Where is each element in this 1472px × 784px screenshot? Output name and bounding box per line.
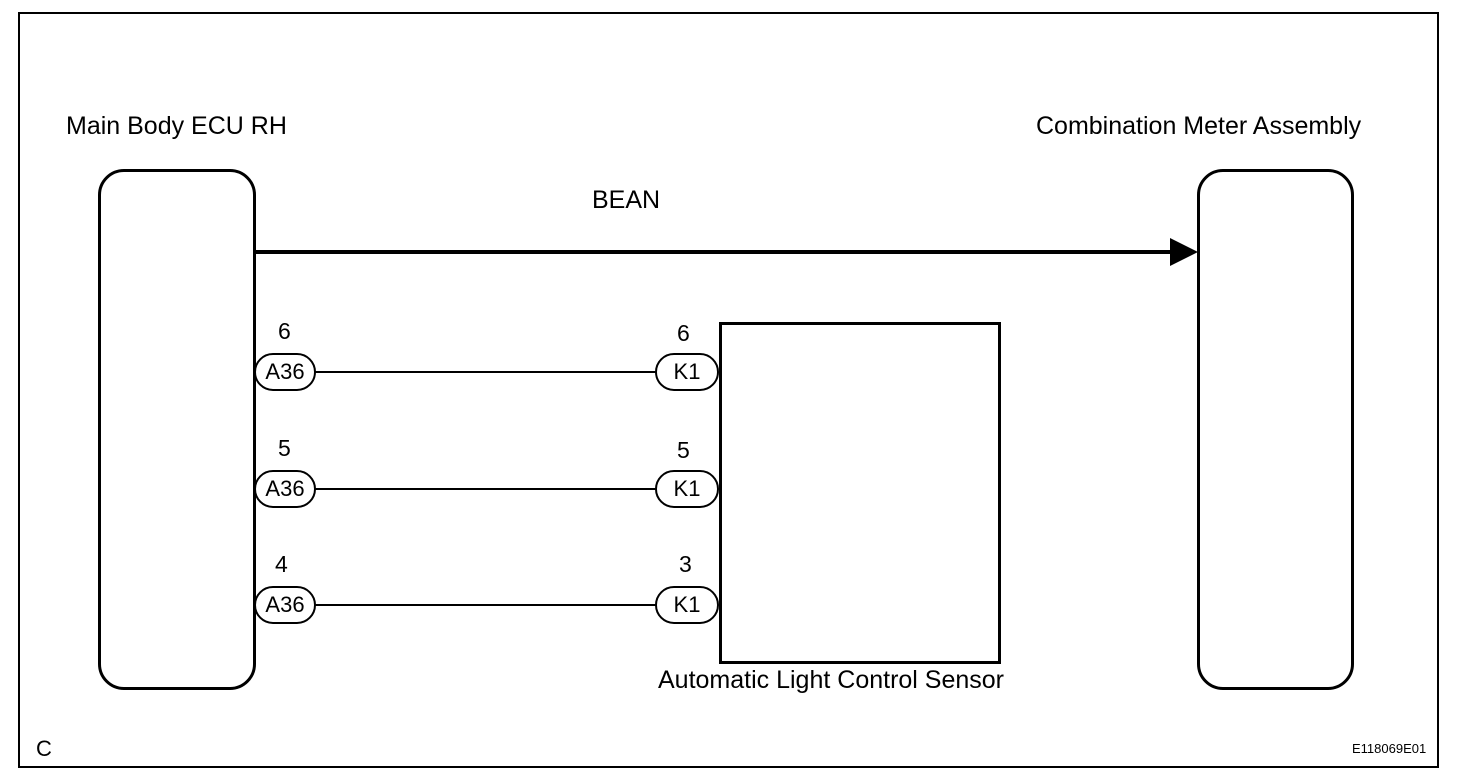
sensor-connector: K1 [655, 353, 719, 391]
wire-2 [314, 488, 658, 490]
wire-1 [314, 371, 658, 373]
ecu-connector: A36 [254, 586, 316, 624]
main-body-ecu-label: Main Body ECU RH [66, 112, 287, 140]
sensor-pin-number: 6 [677, 320, 690, 346]
combination-meter-label: Combination Meter Assembly [1036, 112, 1362, 140]
ecu-pin-number: 4 [275, 551, 288, 577]
sensor-pin-number: 3 [679, 551, 692, 577]
ecu-pin-number: 5 [278, 435, 291, 461]
ecu-connector: A36 [254, 470, 316, 508]
wire-3 [314, 604, 658, 606]
automatic-light-control-sensor-box [719, 322, 1001, 664]
combination-meter-box [1197, 169, 1354, 690]
sensor-label: Automatic Light Control Sensor [658, 666, 1005, 694]
main-body-ecu-box [98, 169, 256, 690]
sensor-pin-number: 5 [677, 437, 690, 463]
sensor-connector: K1 [655, 586, 719, 624]
diagram-frame [18, 12, 1439, 768]
sensor-connector: K1 [655, 470, 719, 508]
arrowhead-icon [1170, 238, 1198, 266]
bean-bus-label: BEAN [592, 186, 661, 214]
ecu-connector: A36 [254, 353, 316, 391]
corner-label: C [36, 736, 52, 761]
ecu-pin-number: 6 [278, 318, 291, 344]
bean-bus-arrow [254, 238, 1198, 266]
figure-code: E118069E01 [1352, 741, 1427, 756]
